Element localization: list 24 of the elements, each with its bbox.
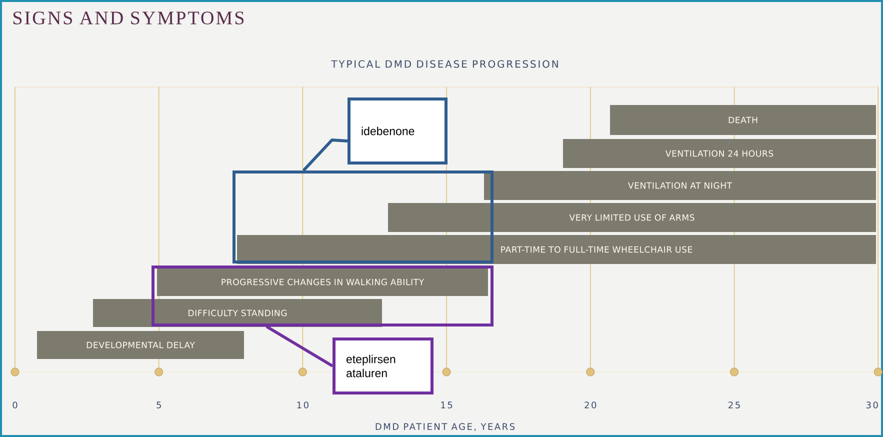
tick-label: 5 [156,402,161,408]
chart-title: TYPICAL DMD DISEASE PROGRESSION [331,60,558,68]
highlight-frame [152,266,494,326]
title: SIGNS AND SYMPTOMS [13,12,244,24]
highlight-frame [232,170,494,264]
tick-label: 15 [441,402,452,408]
tick-label: 30 [866,402,878,408]
tick-label: 20 [584,402,596,408]
symptom-bar: VENTILATION 24 HOURS [563,139,876,168]
leader-line [266,325,334,368]
symptom-bar: VENTILATION AT NIGHT [484,171,876,200]
symptom-bar: DEATH [610,105,876,135]
symptom-bar: DEVELOPMENTAL DELAY [37,331,244,359]
tick-label: 25 [728,402,740,408]
callout-box: idebenone [348,98,448,164]
tick-label: 10 [297,402,308,408]
symptom-bar: PROGRESSIVE CHANGES IN WALKING ABILITY [157,268,488,296]
symptom-bar: PART-TIME TO FULL-TIME WHEELCHAIR USE [237,235,876,264]
tick-label: 0 [12,402,18,408]
leader-line [302,138,348,172]
symptom-bar: VERY LIMITED USE OF ARMS [388,203,876,232]
axis-title: DMD PATIENT AGE, YEARS [376,423,515,431]
symptom-bar: DIFFICULTY STANDING [93,299,382,327]
callout-box: eteplirsen ataluren [332,338,434,394]
